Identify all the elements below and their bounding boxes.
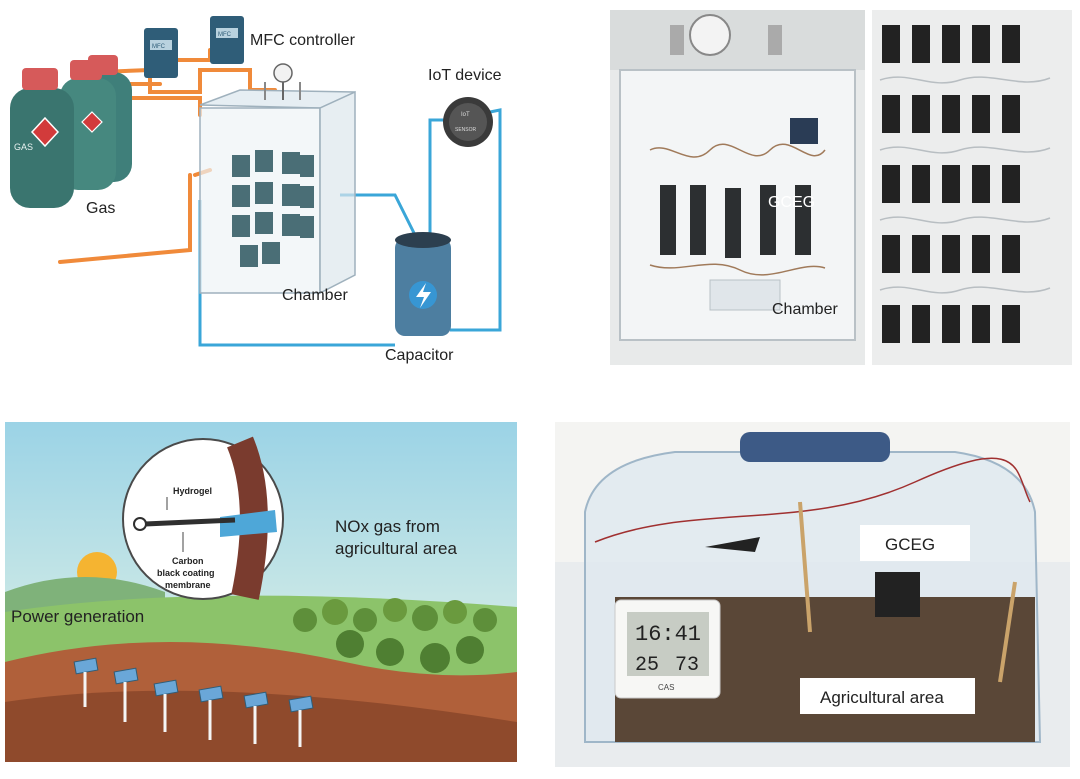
svg-text:GAS: GAS: [14, 142, 33, 152]
gas-cylinders: GAS: [10, 55, 132, 208]
chamber-label-a: Chamber: [282, 287, 348, 304]
capacitor: [395, 232, 451, 336]
panel-c-svg: Hydrogel Carbon black coating membrane N…: [5, 422, 517, 762]
iot-device-text-1: IoT: [461, 112, 470, 118]
gceg-label-box: [860, 525, 970, 561]
panel-b-svg: GCEG Chamber: [610, 10, 1072, 365]
panel-a-svg: GAS Gas MFC MFC MFC controller Chamber: [0, 0, 600, 375]
nox-label-2: agricultural area: [335, 539, 457, 558]
generators: [73, 657, 314, 713]
nox-label-1: NOx gas from: [335, 517, 440, 536]
gceg-device: [875, 572, 920, 617]
gas-pipes: [58, 48, 277, 264]
panel-c-illustration: Hydrogel Carbon black coating membrane N…: [5, 422, 517, 762]
panel-b-photos: GCEG Chamber: [610, 10, 1072, 365]
iot-device-text-2: SENSOR: [455, 127, 477, 133]
hygrometer-humidity: 73: [675, 654, 699, 677]
capacitor-label: Capacitor: [385, 347, 454, 364]
chamber-box: [199, 63, 356, 295]
chamber-label-b: Chamber: [772, 301, 838, 318]
iot-device-label: IoT device: [428, 67, 502, 84]
mfc-box-text-2: MFC: [218, 32, 232, 38]
carbon-label-1: Carbon: [172, 556, 204, 566]
carbon-label-2: black coating: [157, 568, 215, 578]
carbon-label-3: membrane: [165, 580, 211, 590]
iot-device: IoT SENSOR: [443, 97, 493, 147]
hydrogel-label: Hydrogel: [173, 486, 212, 496]
magnified-inset: [122, 436, 284, 600]
gceg-label-d: GCEG: [885, 535, 935, 554]
hygrometer-time: 16:41: [635, 622, 701, 647]
panel-a-schematic: GAS Gas MFC MFC MFC controller Chamber: [0, 0, 600, 375]
mfc-controllers: MFC MFC: [144, 16, 244, 78]
mfc-box-text-1: MFC: [152, 44, 166, 50]
gceg-label-b: GCEG: [768, 194, 815, 211]
agricultural-label-box: [800, 678, 975, 714]
power-label: Power generation: [11, 607, 144, 626]
gas-label: Gas: [86, 200, 115, 217]
trees: [293, 598, 497, 673]
hygrometer-brand: CAS: [658, 683, 674, 692]
hygrometer-temp: 25: [635, 654, 659, 677]
container-handle: [740, 432, 890, 462]
panel-d-photo: 16:41 25 73 CAS GCEG Agricultural area: [555, 422, 1070, 767]
mfc-controller-label: MFC controller: [250, 32, 356, 49]
hygrometer: [614, 599, 721, 699]
panel-d-svg: 16:41 25 73 CAS GCEG Agricultural area: [555, 422, 1070, 767]
agricultural-label: Agricultural area: [820, 688, 944, 707]
